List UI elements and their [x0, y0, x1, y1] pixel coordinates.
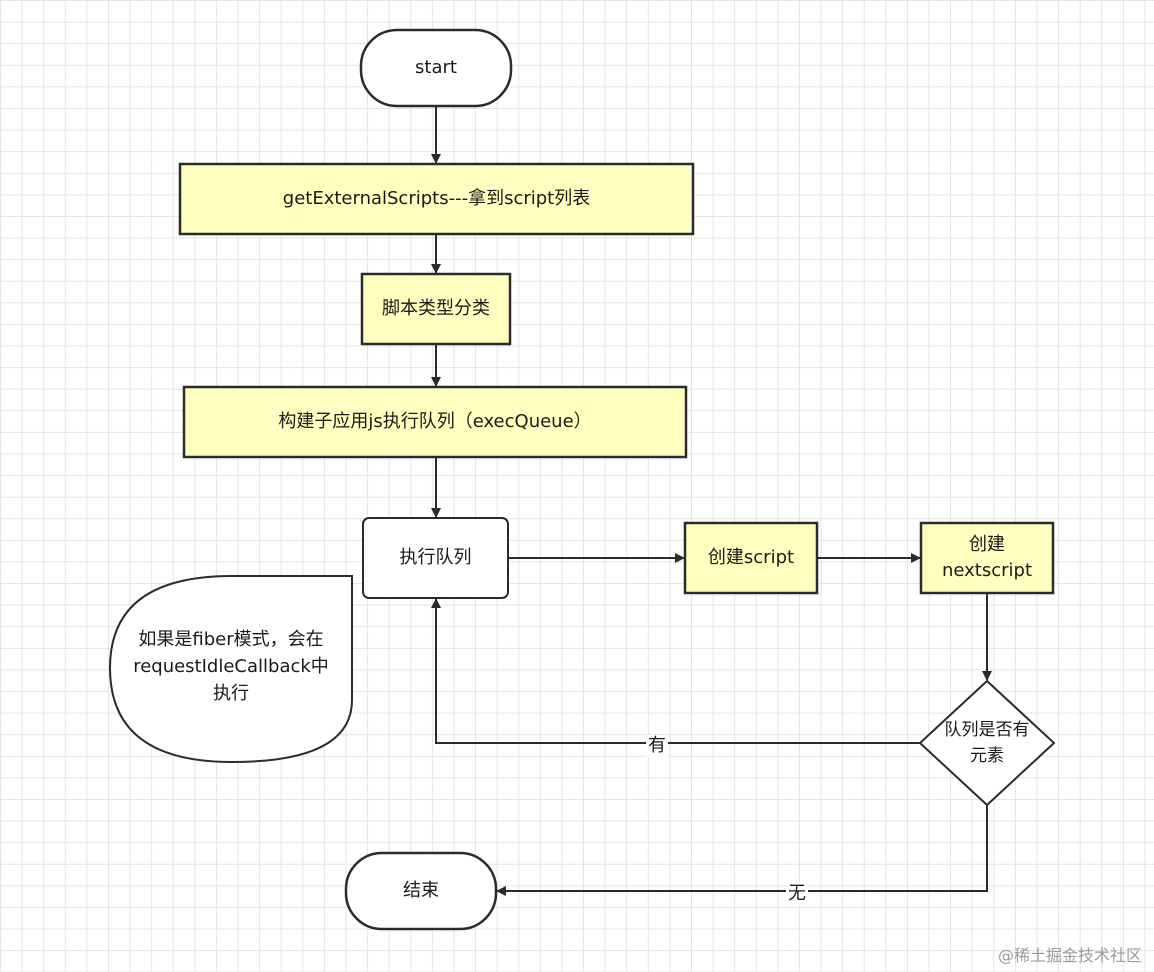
note-bubble — [108, 575, 353, 764]
classify-box — [360, 272, 512, 346]
watermark: @稀土掘金技术社区 — [997, 946, 1142, 965]
classify-label: 脚本类型分类 — [382, 298, 490, 319]
edge-label-no: 无 — [786, 883, 808, 905]
end-label: 结束 — [403, 880, 439, 901]
create-next-label: 创建 nextscript — [941, 534, 1033, 581]
get-scripts-label: getExternalScripts---拿到script列表 — [282, 188, 591, 209]
create-next-box — [919, 521, 1055, 595]
exec-queue-label: 执行队列 — [399, 547, 472, 568]
start-label: start — [415, 57, 457, 78]
get-scripts-box — [178, 162, 695, 236]
build-queue-box — [182, 385, 688, 459]
edge-decision-no — [496, 805, 988, 896]
decision-label: 队列是否有 元素 — [944, 720, 1030, 766]
create-script-label: 创建script — [707, 547, 795, 568]
create-script-box — [683, 521, 819, 595]
build-queue-label: 构建子应用js执行队列（execQueue） — [278, 411, 592, 432]
edge-decision-yes — [431, 598, 920, 744]
edge-label-yes: 有 — [646, 735, 668, 757]
note-text: 如果是fiber模式，会在 requestIdleCallback中 执行 — [133, 628, 329, 704]
